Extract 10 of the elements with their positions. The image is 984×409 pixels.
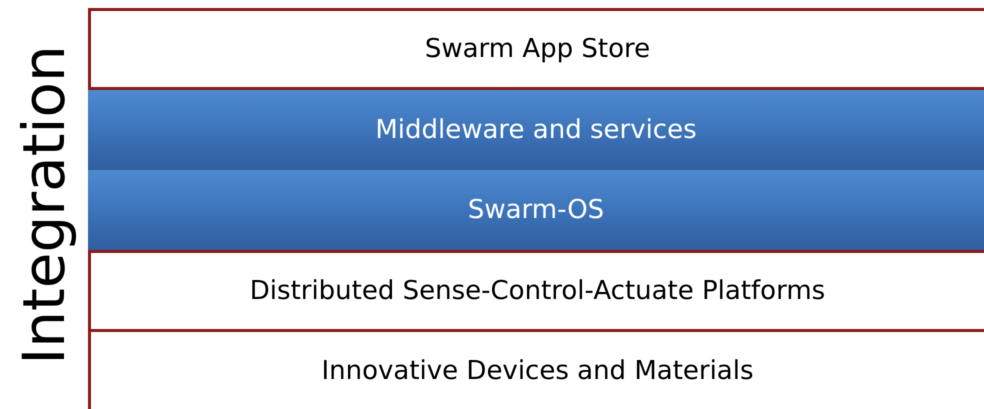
layer-title: Distributed Sense-Control-Actuate Platforms: [250, 276, 826, 306]
layer-band: [88, 250, 984, 332]
layer-title: Swarm-OS: [468, 195, 604, 225]
axis-label: Integration: [10, 45, 78, 365]
layer-title: Swarm App Store: [424, 34, 650, 64]
layer-band: [88, 90, 984, 170]
layer-band: [88, 8, 984, 90]
layer-title: Middleware and services: [375, 115, 697, 145]
layer-band: [88, 170, 984, 250]
layer-title: Innovative Devices and Materials: [322, 356, 754, 386]
